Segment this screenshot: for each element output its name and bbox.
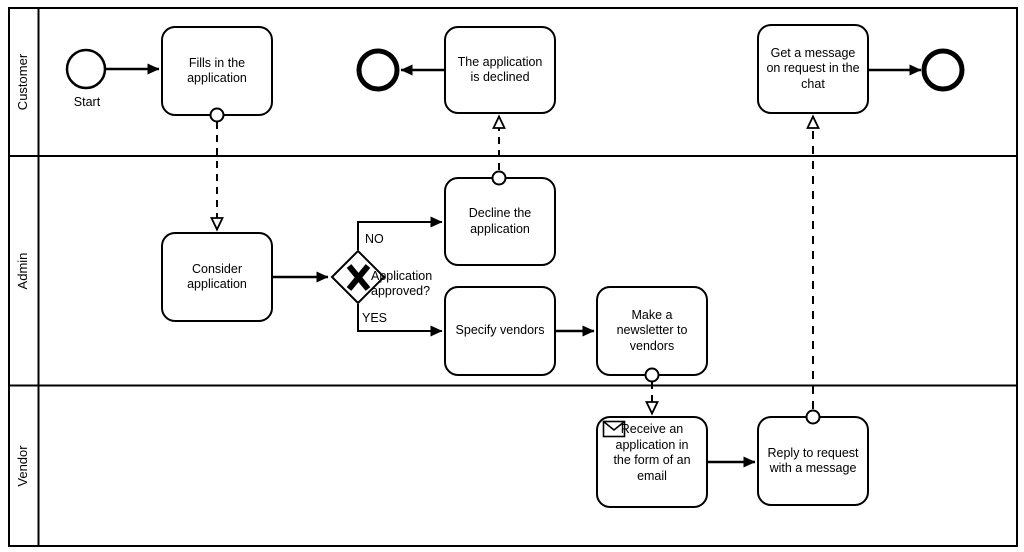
gateway-x-icon xyxy=(346,264,371,291)
anchor-decline-top xyxy=(491,170,507,186)
flow-gateway-no-to-decline xyxy=(357,216,443,250)
task-make-newsletter-to-vendors[interactable] xyxy=(596,286,708,376)
anchor-fills-bottom xyxy=(209,107,225,123)
task-application-is-declined[interactable] xyxy=(444,26,556,114)
anchor-newsletter-bottom xyxy=(644,367,660,383)
task-consider-application[interactable] xyxy=(161,232,273,322)
task-fills-in-application[interactable] xyxy=(161,26,273,116)
task-specify-vendors[interactable] xyxy=(444,286,556,376)
envelope-icon xyxy=(602,420,626,438)
task-reply-to-request[interactable] xyxy=(757,416,869,506)
end-event-final[interactable] xyxy=(921,48,965,92)
flow-gateway-yes-to-specify xyxy=(357,304,443,337)
task-get-message-in-chat[interactable] xyxy=(757,24,869,114)
start-event[interactable] xyxy=(65,48,107,90)
end-event-declined[interactable] xyxy=(356,48,400,92)
anchor-reply-top xyxy=(805,409,821,425)
task-receive-application-email[interactable] xyxy=(596,416,708,508)
task-decline-the-application[interactable] xyxy=(444,177,556,266)
